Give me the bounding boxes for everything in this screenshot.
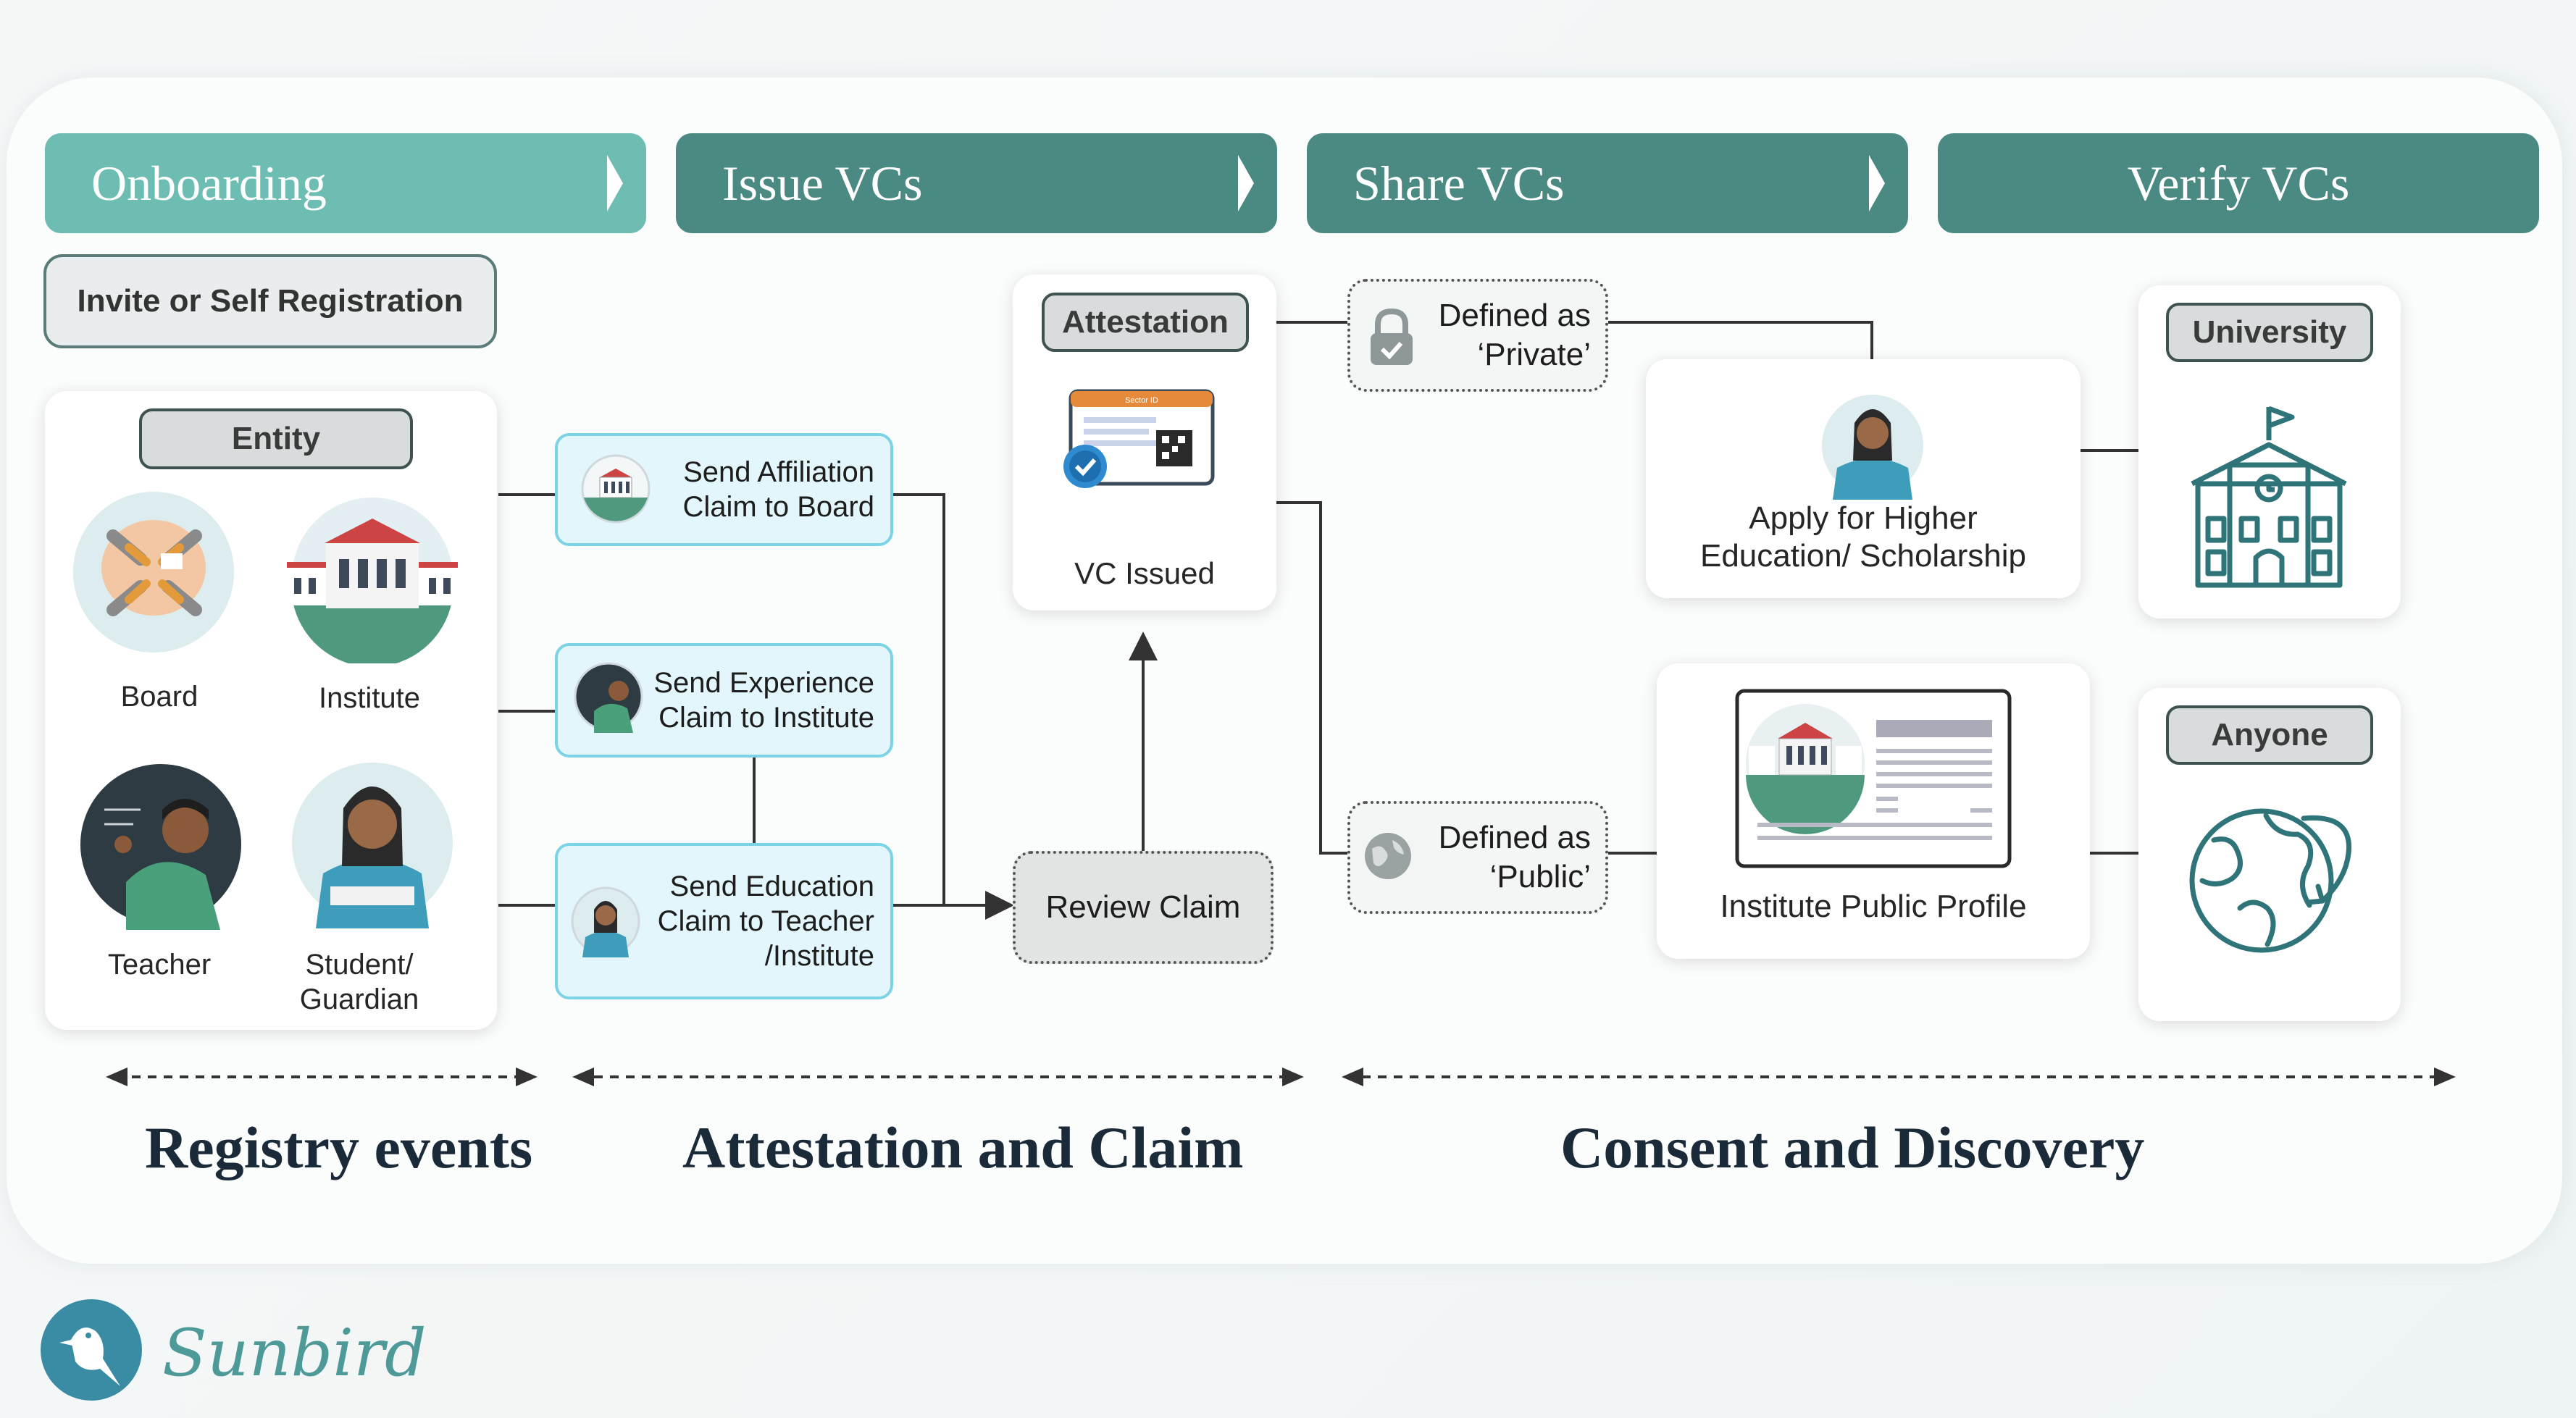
claim-affiliation[interactable]: Send Affiliation Claim to Board [555,433,893,546]
entity-label-board: Board [120,681,198,713]
arrow-right-icon [2434,1067,2456,1086]
claim-label: Send Education Claim to Teacher /Institu… [657,870,874,972]
university-building-icon [2191,406,2347,588]
world-globe-icon [2189,808,2351,953]
credential-card-label: Sector ID [1125,396,1158,405]
entity-label-teacher: Teacher [107,949,212,981]
sunbird-logo-icon [41,1299,142,1401]
chevron-right-icon [1238,155,1254,211]
entity-label-student: Student/ Guardian [299,949,419,1015]
anyone-title: Anyone [2166,705,2373,765]
entity-label-institute: Institute [318,682,421,714]
public-profile-label: Institute Public Profile [1720,889,2027,924]
attestation-title-label: Attestation [1062,304,1229,340]
chevron-right-icon [1869,155,1885,211]
section-attestation-claim: Attestation and Claim [682,1115,1244,1180]
arrow-right-icon [516,1067,538,1086]
section-consent-discovery: Consent and Discovery [1560,1115,2145,1180]
student-small-icon [571,886,640,957]
arrow-right-icon [1282,1067,1304,1086]
apply-label: Apply for Higher Education/ Scholarship [1699,500,2027,574]
profile-document-icon [1735,689,2012,868]
phase-label: Onboarding [91,155,327,211]
registration-label: Invite or Self Registration [77,283,464,319]
institute-icon [287,493,458,663]
private-label: Defined as ‘Private’ [1438,298,1591,372]
arrow-left-icon [1342,1067,1363,1086]
arrow-left-icon [106,1067,127,1086]
arrow-left-icon [572,1067,594,1086]
student-apply-icon [1819,392,1926,500]
teacher-icon [76,760,246,930]
vc-issued-label: VC Issued [1074,556,1215,590]
phase-issue-vcs[interactable]: Issue VCs [676,133,1277,233]
anyone-label: Anyone [2211,717,2328,752]
institute-small-icon [581,454,651,524]
entity-title: Entity [139,408,413,469]
university-label: University [2192,314,2347,350]
phase-label: Issue VCs [722,155,923,211]
phase-onboarding[interactable]: Onboarding [45,133,646,233]
phase-label: Share VCs [1353,155,1565,211]
review-claim-label: Review Claim [1045,889,1241,925]
public-box[interactable]: Defined as ‘Public’ [1347,801,1608,914]
phase-label: Verify VCs [2127,155,2350,211]
entity-title-label: Entity [231,421,321,456]
attestation-title: Attestation [1042,293,1249,352]
chevron-right-icon [607,155,623,211]
lock-icon [1371,308,1413,365]
phase-verify-vcs[interactable]: Verify VCs [1938,133,2539,233]
section-registry-events: Registry events [145,1115,533,1180]
globe-icon [1365,833,1411,879]
claim-label: Send Affiliation Claim to Board [682,456,874,523]
claim-label: Send Experience Claim to Institute [653,667,874,734]
public-label: Defined as ‘Public’ [1438,820,1591,894]
phase-share-vcs[interactable]: Share VCs [1307,133,1908,233]
student-icon [288,758,457,928]
board-icon [69,487,238,657]
review-claim-box[interactable]: Review Claim [1013,851,1274,964]
teacher-small-icon [574,662,643,733]
verified-credential-icon: Sector ID [1063,389,1215,488]
university-title: University [2166,303,2373,362]
brand-name: Sunbird [162,1315,427,1391]
registration-pill[interactable]: Invite or Self Registration [43,254,497,348]
